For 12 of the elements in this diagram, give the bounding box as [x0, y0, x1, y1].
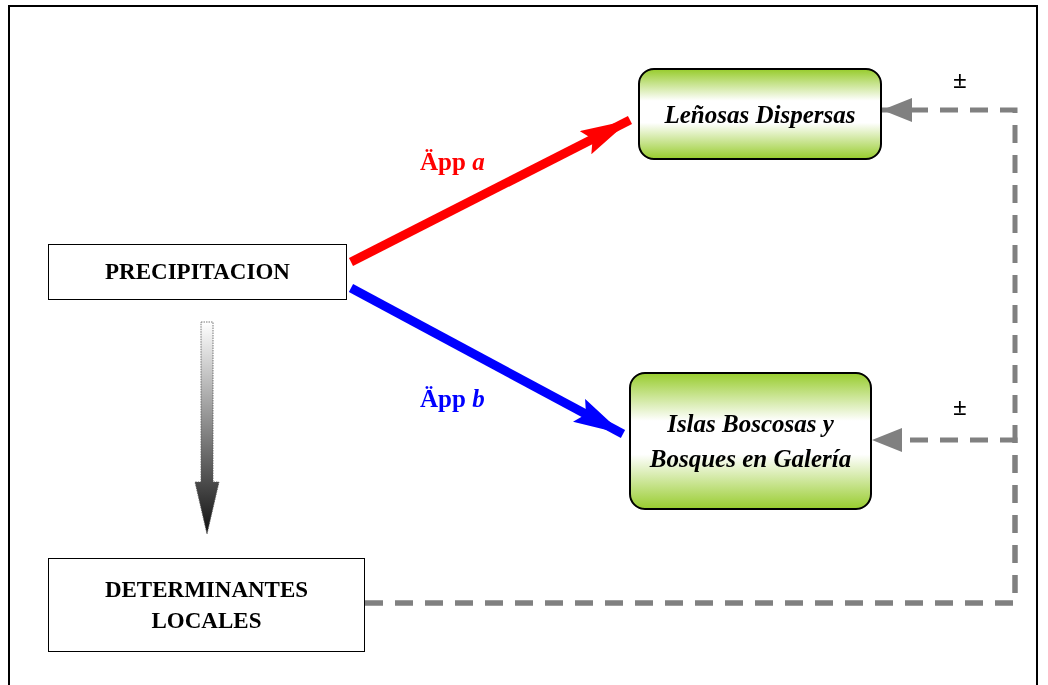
edge-label: Äpp a [420, 148, 485, 176]
edge-label: ± [953, 66, 967, 94]
edge-label: Äpp b [420, 385, 485, 413]
process-box: DETERMINANTES LOCALES [48, 558, 365, 652]
dashed-arrow [365, 428, 1018, 606]
arrow [348, 284, 626, 438]
gradient-arrow [194, 321, 220, 535]
arrow [348, 116, 633, 266]
rounded-box: Islas Boscosas y Bosques en Galería [629, 372, 872, 510]
edge-label: ± [953, 393, 967, 421]
rounded-box: Leñosas Dispersas [638, 68, 882, 160]
process-box: PRECIPITACION [48, 244, 347, 300]
